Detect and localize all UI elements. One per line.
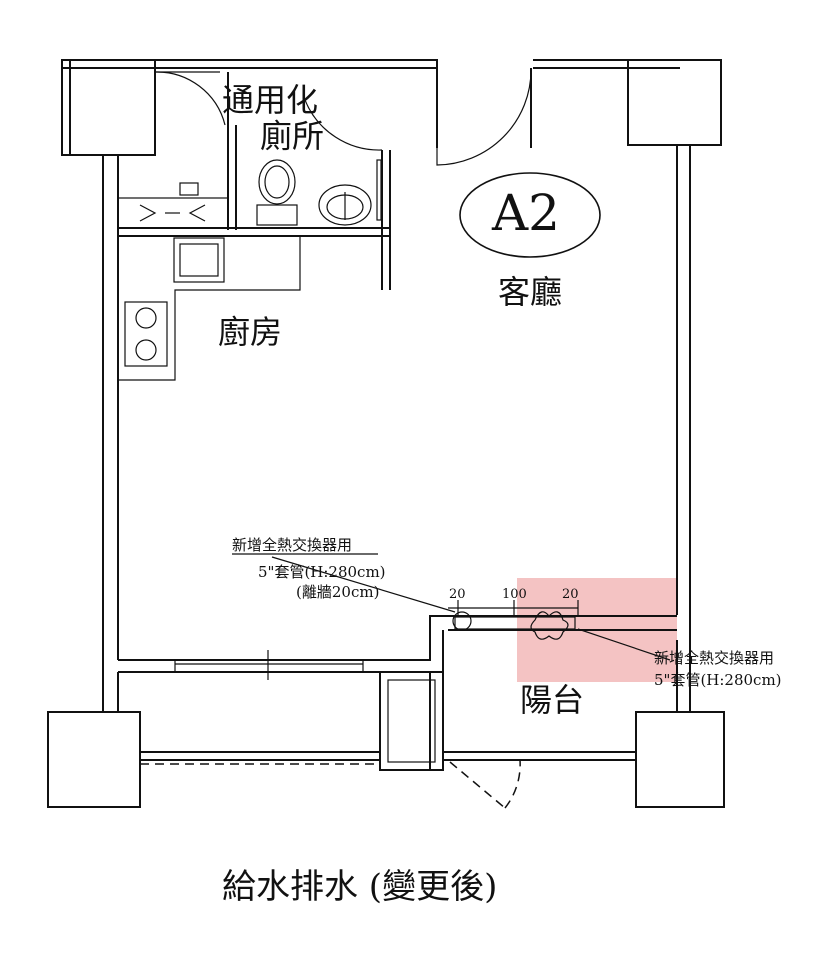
kitchen-counter: [117, 182, 301, 381]
room-label-kitchen: 廚房: [218, 313, 283, 351]
pipe-note-left-line2: 5"套管(H:280cm): [258, 563, 386, 581]
pipe-note-left-line1: 新增全熱交換器用: [232, 536, 353, 554]
dim-left: 20: [449, 587, 466, 602]
exterior-walls: [62, 59, 691, 770]
dim-middle: 100: [502, 587, 527, 602]
pipe-note-right-line2: 5"套管(H:280cm): [654, 671, 782, 689]
structural-columns: [47, 59, 725, 808]
room-label-balcony: 陽台: [520, 681, 585, 719]
pipe-note-right-line1: 新增全熱交換器用: [654, 649, 775, 667]
room-label-living: 客廳: [498, 273, 563, 311]
pipe-sleeves: [271, 556, 671, 661]
sliding-window: [174, 650, 364, 680]
balcony-door: [140, 759, 521, 809]
pipe-note-left-line3: (離牆20cm): [296, 583, 380, 601]
dim-right: 20: [562, 587, 579, 602]
entry-door: [436, 69, 532, 166]
plan-caption: 給水排水 (變更後): [222, 867, 498, 907]
unit-badge-text: A2: [492, 184, 560, 242]
room-label-toilet-line2: 廁所: [260, 117, 325, 155]
room-label-toilet-line1: 通用化: [222, 81, 319, 119]
unit-badge: [459, 172, 601, 258]
